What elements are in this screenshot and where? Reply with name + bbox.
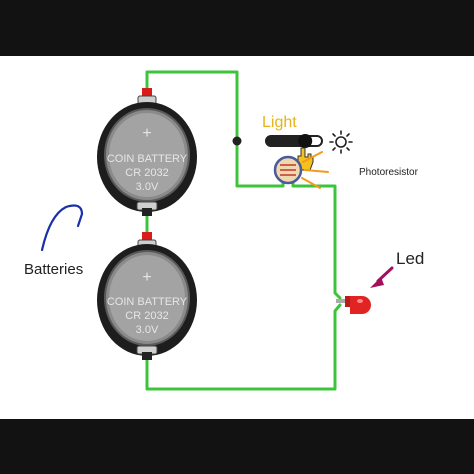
battery-top-line3: 3.0V xyxy=(136,181,159,193)
light-slider-fill xyxy=(266,136,306,146)
junction-dot xyxy=(232,136,242,146)
sun-icon xyxy=(329,130,353,154)
batteries-arrow-icon xyxy=(40,204,84,252)
light-label: Light xyxy=(262,114,297,131)
photoresistor-label: Photoresistor xyxy=(359,167,419,178)
photoresistor[interactable] xyxy=(273,155,303,185)
battery-top[interactable]: + COIN BATTERY CR 2032 3.0V xyxy=(97,88,197,216)
battery-top-positive-terminal xyxy=(142,88,152,98)
battery-top-plus: + xyxy=(142,125,151,142)
led-body xyxy=(350,296,371,314)
battery-bottom-plus: + xyxy=(142,269,151,286)
battery-top-line1: COIN BATTERY xyxy=(107,153,188,165)
photoresistor-rays xyxy=(301,151,329,189)
led[interactable] xyxy=(336,296,371,314)
battery-top-line2: CR 2032 xyxy=(125,167,168,179)
led-label: Led xyxy=(396,249,424,268)
led-arrow-icon xyxy=(370,266,394,288)
bottom-black-bar xyxy=(0,419,474,474)
wire-top xyxy=(145,70,239,143)
battery-bottom-line3: 3.0V xyxy=(136,324,159,336)
hand-pointer-icon xyxy=(297,147,314,171)
batteries-label: Batteries xyxy=(24,261,83,278)
battery-bottom-positive-terminal xyxy=(142,232,152,242)
light-slider-knob[interactable] xyxy=(298,134,313,148)
battery-bottom-line2: CR 2032 xyxy=(125,310,168,322)
wire-led-return xyxy=(145,303,342,391)
top-black-bar xyxy=(0,0,474,56)
battery-bottom-line1: COIN BATTERY xyxy=(107,296,188,308)
battery-bottom[interactable]: + COIN BATTERY CR 2032 3.0V xyxy=(97,232,197,360)
light-slider[interactable] xyxy=(265,134,323,148)
